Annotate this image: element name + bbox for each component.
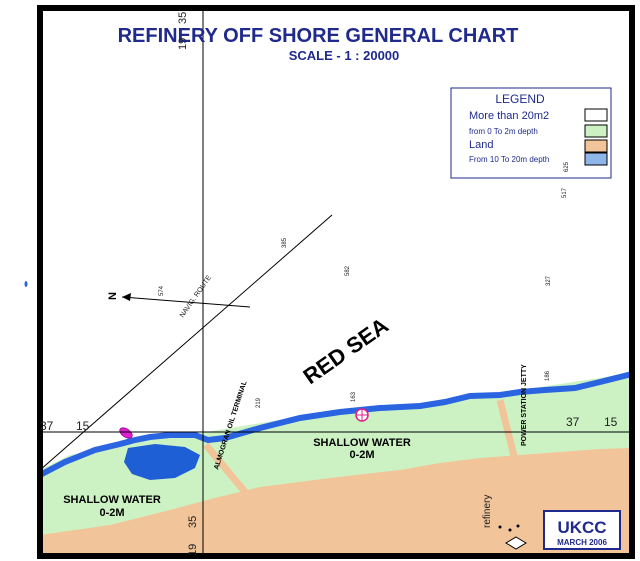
bottom-long-min: 35	[187, 516, 199, 528]
land-zone	[40, 448, 632, 556]
coastline	[38, 371, 633, 478]
right-lat-deg: 37	[566, 415, 580, 429]
refinery-label: refinery	[482, 495, 493, 528]
sounding: 186	[545, 370, 551, 381]
edge-mark	[24, 281, 28, 287]
bottom-long-deg: 19	[187, 544, 199, 556]
sounding: 574	[159, 285, 165, 296]
sounding: 327	[546, 275, 552, 286]
stamp-name: UKCC	[557, 518, 606, 537]
map-title: REFINERY OFF SHORE GENERAL CHART	[118, 25, 519, 47]
north-label: N	[107, 292, 119, 300]
top-long-min: 35	[177, 12, 189, 24]
legend: LEGEND More than 20m2 from 0 To 2m depth…	[450, 87, 612, 179]
legend-item-label: Land	[469, 139, 493, 151]
lagoon	[124, 444, 200, 480]
left-lat-deg: 37	[40, 419, 54, 433]
sounding: 582	[345, 265, 351, 276]
shallow-water-depth: 0-2M	[349, 449, 374, 461]
top-long-deg: 19	[177, 38, 189, 50]
legend-swatch	[584, 139, 608, 153]
shallow-water-label: SHALLOW WATER	[313, 437, 411, 449]
oil-terminal-pier	[203, 442, 248, 495]
sounding: 517	[562, 187, 568, 198]
sounding: 625	[564, 161, 570, 172]
shallow-water-depth: 0-2M	[99, 507, 124, 519]
power-jetty-label: POWER STATION JETTY	[521, 364, 528, 446]
map-frame	[37, 5, 635, 559]
north-arrow	[121, 293, 251, 308]
refinery-marker	[498, 524, 527, 550]
legend-swatch	[584, 152, 608, 166]
legend-item-label: from 0 To 2m depth	[469, 127, 538, 136]
right-lat-min: 15	[604, 415, 618, 429]
legend-item-label: From 10 To 20m depth	[469, 155, 549, 164]
shallow-water-label: SHALLOW WATER	[63, 494, 161, 506]
navigation-route-line	[39, 214, 333, 471]
map-subtitle: SCALE - 1 : 20000	[289, 48, 400, 63]
left-lat-min: 15	[76, 419, 90, 433]
legend-swatch	[584, 124, 608, 138]
ukcc-stamp: UKCC MARCH 2006	[543, 510, 621, 550]
power-jetty-pier	[496, 399, 519, 461]
legend-swatch	[584, 108, 608, 122]
sounding: 163	[351, 391, 357, 402]
sounding: 385	[282, 237, 288, 248]
survey-point-icon	[355, 408, 369, 422]
sounding: 219	[256, 397, 262, 408]
legend-item-label: More than 20m2	[469, 110, 549, 122]
stamp-date: MARCH 2006	[557, 538, 607, 547]
legend-heading: LEGEND	[495, 92, 545, 106]
buoy-marker	[119, 427, 133, 439]
